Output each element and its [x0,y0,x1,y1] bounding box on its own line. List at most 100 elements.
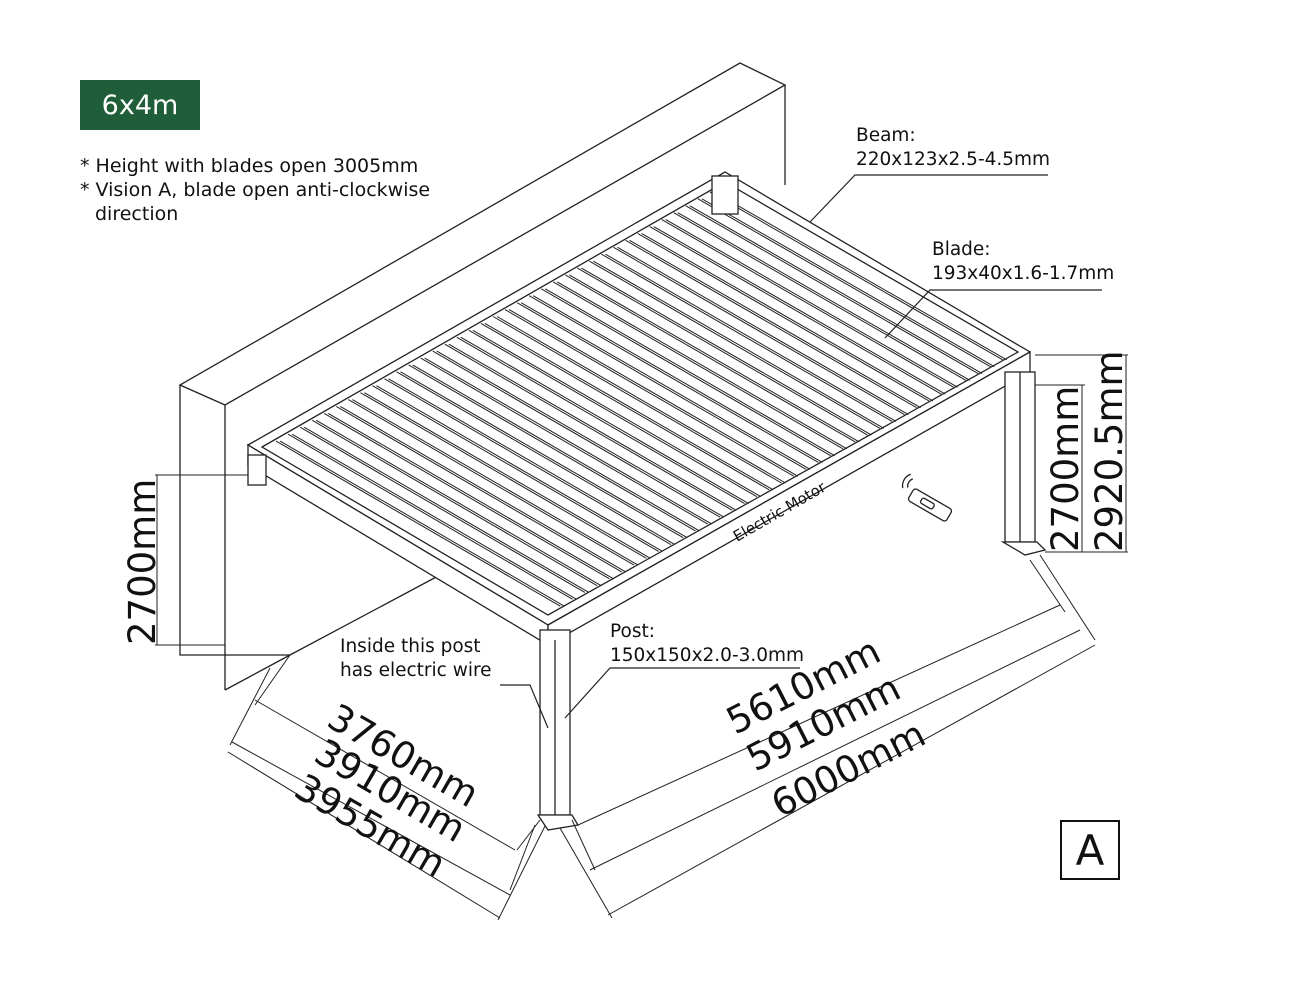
right-total-height-label: 2920.5mm [1088,350,1131,552]
blade-line [641,233,934,402]
blade-line [303,426,590,593]
blade-line [544,288,835,457]
blade-line [637,233,930,402]
blade-line [589,260,881,429]
blade-line [613,246,905,416]
blade-line [364,392,651,559]
blade-line [565,274,856,443]
blade-line [581,267,872,436]
blade-line [653,226,946,395]
beam-title: Beam: [856,125,916,146]
blade-line [424,357,713,525]
blade-line [315,419,602,587]
blade-line [460,336,749,504]
blade-line [340,406,626,573]
blade-line [520,302,811,470]
blade-line [516,302,807,470]
blade-line [540,288,831,457]
blade-line [673,212,967,381]
blade-line [685,205,979,374]
blade-line [420,357,709,525]
wire-line2: has electric wire [340,660,492,681]
blade-line [444,343,733,511]
blade-line [661,219,954,388]
left-height-label: 2700mm [121,479,164,645]
blade-line [372,385,659,552]
callout-leaders [500,174,1102,729]
blade-line [279,440,565,607]
blade-line [287,433,573,600]
blade-line [311,419,598,587]
blade-line [388,378,676,546]
blade-line [601,253,893,422]
width-dimension-lines [227,654,546,921]
blade-line [360,392,647,559]
size-badge: 6x4m [80,80,200,130]
blade-line [324,412,610,580]
blade-line [508,309,799,477]
right-height-label: 2700mm [1044,386,1087,552]
blade-line [299,426,586,593]
blade-line [412,364,700,532]
blade-line [400,371,688,539]
blade-line [352,399,639,566]
roof-frame [246,171,1032,647]
blade-line [569,274,860,443]
blade-line [577,267,868,436]
blade-line [625,239,917,409]
blade-line [709,191,1003,361]
blades [275,191,1007,607]
blade-line [697,198,991,368]
blade-line [448,343,737,511]
blade-line [617,246,909,416]
beam-spec: 220x123x2.5-4.5mm [856,149,1051,170]
height-dimension-lines [155,354,1128,646]
blade-line [348,399,635,566]
blade-line [492,316,782,484]
post-title: Post: [610,621,655,642]
blade-line [408,364,696,532]
blade-line [689,205,983,374]
blade-line [275,440,561,607]
remote-control-icon [901,473,953,522]
blade-title: Blade: [932,239,991,260]
length-dimension-lines [559,554,1096,919]
blade-spec: 193x40x1.6-1.7mm [932,263,1115,284]
blade-line [605,253,897,422]
blade-line [496,316,786,484]
blade-line [484,322,774,491]
blade-line [677,212,971,381]
beam-callout: Beam: 220x123x2.5-4.5mm [856,124,1050,172]
wire-callout: Inside this post has electric wire [340,635,492,683]
blade-line [649,226,942,395]
blade-line [436,350,725,518]
blade-line [504,309,795,477]
blade-callout: Blade: 193x40x1.6-1.7mm [932,238,1114,286]
blade-line [472,329,762,498]
blade-line [432,350,721,518]
blade-line [593,260,885,429]
posts [247,175,1047,831]
blade-line [528,295,819,463]
blade-line [468,329,758,498]
post-callout: Post: 150x150x2.0-3.0mm [610,620,804,668]
blade-line [376,385,663,552]
blade-line [328,412,614,580]
blade-line [713,191,1007,361]
blade-line [384,378,672,546]
blade-line [665,219,958,388]
note-vision-cont: direction [95,203,179,225]
blade-line [629,239,921,409]
notes: * Height with blades open 3005mm * Visio… [80,154,430,226]
blade-line [480,322,770,491]
blade-line [553,281,844,450]
vision-label: A [1060,820,1120,880]
note-vision: * Vision A, blade open anti-clockwise [80,179,431,201]
wire-line1: Inside this post [340,636,481,657]
blade-line [336,406,622,573]
post-spec: 150x150x2.0-3.0mm [610,645,805,666]
blade-line [532,295,823,463]
blade-line [701,198,995,368]
blade-line [557,281,848,450]
